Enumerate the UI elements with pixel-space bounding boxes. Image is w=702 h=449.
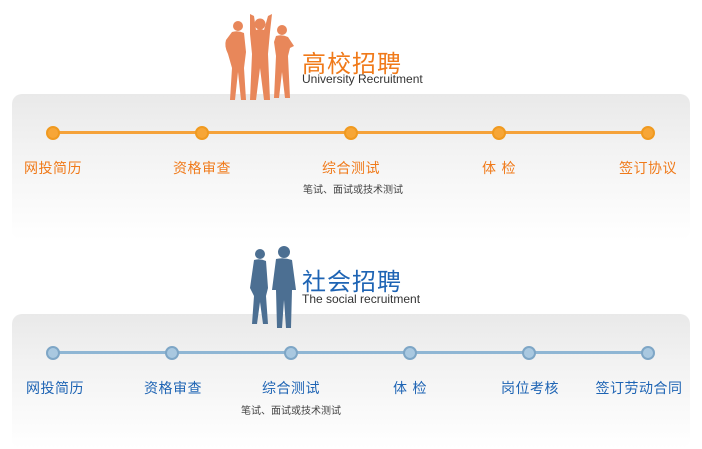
social-step-label: 资格审查 [144, 381, 202, 397]
university-title: 高校招聘 [302, 50, 402, 78]
social-recruitment-section: 社会招聘 The social recruitment 网投简历 资格审查 综合… [0, 240, 702, 449]
social-step-label: 岗位考核 [501, 381, 559, 397]
social-step-label: 体 检 [393, 381, 427, 397]
social-step-label: 网投简历 [26, 381, 84, 397]
silhouette-group-students-icon [225, 14, 294, 101]
social-step-label: 签订劳动合同 [595, 381, 683, 397]
university-step-label: 网投简历 [24, 161, 82, 177]
social-panel [12, 314, 690, 449]
social-step-node [641, 346, 655, 360]
university-step-node [492, 126, 506, 140]
social-step-node [522, 346, 536, 360]
university-step-label: 签订协议 [619, 161, 677, 177]
university-step-label: 资格审查 [173, 161, 231, 177]
social-step-node [46, 346, 60, 360]
social-step-node [284, 346, 298, 360]
university-step-note: 笔试、面试或技术测试 [303, 185, 403, 196]
university-step-node [344, 126, 358, 140]
university-step-node [641, 126, 655, 140]
social-timeline-line [53, 351, 649, 354]
university-step-node [46, 126, 60, 140]
university-panel [12, 94, 690, 240]
silhouette-business-people-icon [250, 246, 296, 328]
university-step-label: 体 检 [482, 161, 516, 177]
social-step-note: 笔试、面试或技术测试 [241, 406, 341, 417]
social-subtitle: The social recruitment [302, 292, 421, 306]
social-title: 社会招聘 [302, 268, 402, 296]
university-step-node [195, 126, 209, 140]
university-step-label: 综合测试 [322, 161, 380, 177]
social-step-node [403, 346, 417, 360]
university-subtitle: University Recruitment [302, 72, 423, 86]
university-recruitment-section: 高校招聘 University Recruitment 网投简历 资格审查 综合… [12, 14, 690, 240]
social-step-label: 综合测试 [262, 381, 320, 397]
social-step-node [165, 346, 179, 360]
